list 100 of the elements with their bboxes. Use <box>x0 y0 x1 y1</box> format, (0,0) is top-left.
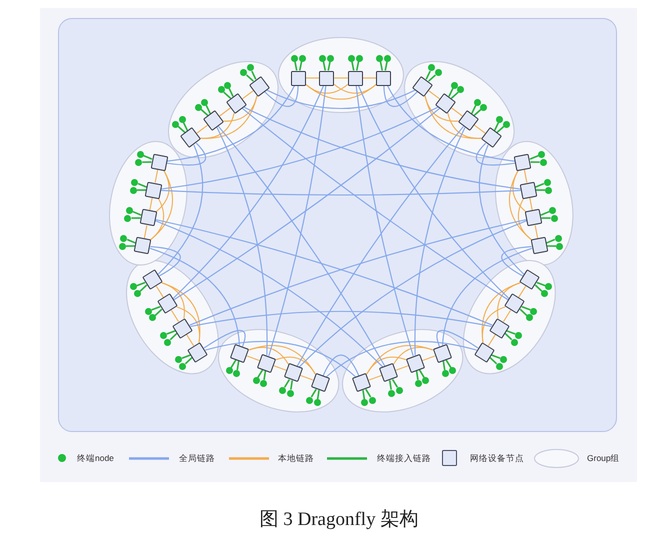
local-link <box>428 90 440 100</box>
access-link <box>206 105 212 114</box>
local-link <box>451 107 463 117</box>
terminal-dot <box>149 314 156 322</box>
local-link <box>186 334 194 346</box>
access-link <box>521 306 531 311</box>
access-link <box>126 245 136 247</box>
local-link <box>534 224 538 240</box>
legend-label: 本地链路 <box>278 452 314 464</box>
local-link <box>275 356 316 375</box>
access-link <box>380 61 384 71</box>
global-link <box>383 85 418 107</box>
group-ellipse <box>463 260 556 375</box>
access-link <box>126 238 136 244</box>
global-link <box>501 246 532 277</box>
access-link <box>428 74 436 82</box>
local-link <box>474 124 486 134</box>
access-link <box>388 380 392 390</box>
access-link <box>536 189 546 191</box>
access-link <box>425 70 431 80</box>
access-link <box>138 182 147 188</box>
global-link <box>172 85 324 299</box>
global-link <box>478 144 525 275</box>
global-link <box>190 310 492 328</box>
device-box <box>376 70 392 86</box>
legend-label: Group组 <box>587 452 620 464</box>
local-link <box>512 170 527 212</box>
local-link <box>368 374 382 381</box>
local-link <box>149 196 153 212</box>
local-link <box>482 306 506 344</box>
access-link <box>154 308 162 316</box>
global-link <box>155 219 493 326</box>
access-link <box>228 88 234 97</box>
global-link <box>266 90 416 110</box>
access-link <box>384 61 388 71</box>
local-link <box>447 112 482 139</box>
local-link <box>502 310 512 322</box>
global-link <box>322 354 360 376</box>
global-link <box>150 248 240 346</box>
access-link <box>136 282 146 286</box>
access-link <box>442 360 446 370</box>
access-link <box>530 161 540 163</box>
access-link <box>236 360 240 370</box>
local-link <box>170 310 180 322</box>
local-link <box>395 365 409 371</box>
access-link <box>365 388 372 398</box>
access-link <box>356 61 360 71</box>
access-link <box>142 161 152 163</box>
local-link <box>246 355 260 362</box>
access-link <box>494 122 500 132</box>
access-link <box>448 88 454 97</box>
global-link <box>386 85 516 162</box>
access-link <box>496 126 504 134</box>
access-link <box>143 154 152 160</box>
access-link <box>251 70 257 80</box>
group-ellipse <box>108 141 188 266</box>
access-link <box>298 61 302 71</box>
access-link <box>223 92 232 99</box>
global-link <box>205 340 356 378</box>
legend-label: 网络设备节点 <box>470 452 524 464</box>
access-link <box>520 308 528 316</box>
global-link <box>204 330 246 349</box>
local-link <box>219 107 231 117</box>
access-link <box>491 354 500 359</box>
access-link <box>450 92 459 99</box>
figure-caption: 图 3 Dragonfly 架构 <box>260 508 418 532</box>
global-link <box>242 108 509 300</box>
access-link <box>546 245 556 247</box>
local-link <box>196 124 208 134</box>
global-link <box>296 126 464 367</box>
terminal-dot <box>457 86 464 94</box>
local-link <box>155 170 170 212</box>
global-link <box>264 85 299 107</box>
local-link <box>156 286 164 298</box>
local-link <box>154 168 158 184</box>
group-ellipse <box>404 61 514 158</box>
global-link <box>155 220 384 368</box>
access-link <box>504 332 512 340</box>
access-link <box>322 61 326 71</box>
local-link <box>488 334 496 346</box>
group-ellipse <box>342 329 464 413</box>
access-link <box>418 369 425 378</box>
access-link <box>474 108 482 116</box>
local-link <box>422 355 436 362</box>
access-link <box>327 61 331 71</box>
access-link <box>166 330 176 335</box>
access-link <box>131 217 141 219</box>
access-link <box>200 108 208 116</box>
global-link <box>442 248 532 346</box>
global-link <box>218 126 386 367</box>
local-link <box>529 196 533 212</box>
legend-label: 全局链路 <box>179 452 215 464</box>
group-ellipse <box>218 329 340 413</box>
local-link <box>366 356 407 375</box>
group-ellipse <box>168 61 278 158</box>
local-link <box>222 95 258 122</box>
access-link <box>140 284 148 292</box>
access-link <box>136 189 146 191</box>
local-link <box>248 346 289 365</box>
global-link <box>244 106 521 190</box>
